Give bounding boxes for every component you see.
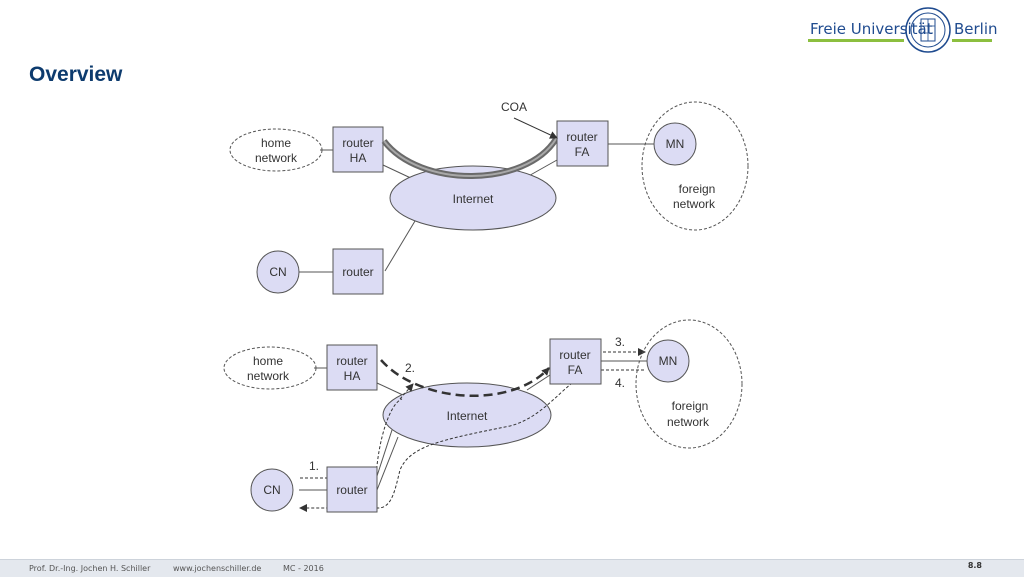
bottom-foreign-network-label-1: foreign (672, 399, 709, 413)
bottom-home-network-label-2: network (247, 369, 290, 383)
top-mn (653, 122, 697, 166)
top-home-network-label-1: home (261, 136, 291, 150)
logo-text-left: Freie Universität (810, 20, 933, 38)
footer-author: Prof. Dr.-Ing. Jochen H. Schiller (29, 564, 151, 573)
top-router-ha-label-2: HA (350, 151, 367, 165)
top-internet (389, 165, 557, 231)
top-coa-arrow (513, 117, 558, 139)
logo-bar-right (952, 39, 992, 42)
bottom-router-fa-label-1: router (559, 348, 590, 362)
top-tunnel-inner (383, 138, 557, 177)
top-foreign-network-label-2: network (673, 197, 716, 211)
bottom-step3-label: 3. (615, 335, 625, 349)
bottom-link-ha-internet (376, 382, 406, 397)
footer-course: MC - 2016 (283, 564, 324, 573)
logo-text-right: Berlin (954, 20, 998, 38)
footer-website: www.jochenschiller.de (173, 564, 262, 573)
bottom-home-network (223, 346, 317, 390)
bottom-router-ha-label-1: router (336, 354, 367, 368)
top-cn-label: CN (269, 265, 286, 279)
top-diagram: home network router HA Internet router F… (229, 100, 749, 295)
bottom-router-ha (326, 344, 378, 391)
top-router-fa-label-2: FA (575, 145, 590, 159)
bottom-internet (382, 382, 552, 448)
logo-bar-left (808, 39, 904, 42)
bottom-mn (646, 339, 690, 383)
top-router-cn (332, 248, 384, 295)
top-coa-label: COA (501, 100, 527, 114)
university-logo: Freie Universität Berlin (808, 6, 998, 54)
top-home-network (229, 128, 323, 172)
page-number: 8.8 (967, 561, 982, 570)
bottom-step2-label: 2. (405, 361, 415, 375)
seal-icon (905, 7, 951, 53)
top-foreign-network (641, 101, 749, 231)
top-foreign-network-label-1: foreign (679, 182, 716, 196)
page-title: Overview (29, 63, 123, 86)
bottom-link-internet-fa (526, 374, 551, 391)
bottom-mn-label: MN (659, 354, 678, 368)
top-cn (256, 250, 300, 294)
top-home-network-label-2: network (255, 151, 298, 165)
bottom-link-router-internet-1 (376, 436, 399, 491)
bottom-step2-tunnel (380, 359, 550, 398)
bottom-step4-path (299, 369, 644, 512)
bottom-step4-label: 4. (615, 376, 625, 390)
bottom-cn-label: CN (263, 483, 280, 497)
top-router-ha-label-1: router (342, 136, 373, 150)
bottom-foreign-network (635, 319, 743, 449)
bottom-link-router-internet-2 (376, 429, 393, 477)
bottom-foreign-network-label-2: network (667, 415, 710, 429)
bottom-router-cn (326, 466, 378, 513)
top-router-fa (556, 120, 609, 167)
bottom-router-ha-label-2: HA (344, 369, 361, 383)
bottom-home-network-label-1: home (253, 354, 283, 368)
bottom-internet-label: Internet (447, 409, 488, 423)
top-router-ha (332, 126, 384, 173)
bottom-router-cn-label: router (336, 483, 367, 497)
top-link-router-internet (384, 220, 416, 272)
bottom-router-fa-label-2: FA (568, 363, 583, 377)
bottom-step1-label: 1. (309, 459, 319, 473)
top-internet-label: Internet (453, 192, 494, 206)
bottom-router-fa (549, 338, 602, 385)
top-router-cn-label: router (342, 265, 373, 279)
footer-bar: Prof. Dr.-Ing. Jochen H. Schiller www.jo… (0, 559, 1024, 577)
bottom-step1-arrow (399, 383, 414, 400)
bottom-cn (250, 468, 294, 512)
bottom-diagram: home network router HA Internet 2. 1. 4.… (223, 319, 743, 513)
top-router-fa-label-1: router (566, 130, 597, 144)
top-mn-label: MN (666, 137, 685, 151)
